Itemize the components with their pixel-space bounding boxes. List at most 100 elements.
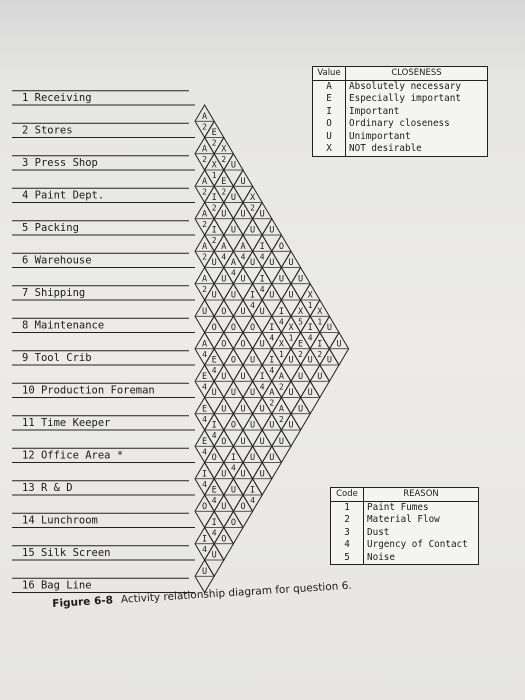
closeness-rating: U xyxy=(212,551,217,561)
reason-text: Material Flow xyxy=(367,514,440,525)
closeness-rating: U xyxy=(231,388,236,398)
closeness-rating: X xyxy=(288,323,294,333)
closeness-rating: U xyxy=(260,404,265,414)
reason-code: 2 xyxy=(279,415,284,424)
closeness-rating: A xyxy=(279,404,284,414)
reason-code: 4 xyxy=(202,415,207,424)
reason-code: 2 xyxy=(212,236,217,245)
reason-code: 2 xyxy=(212,204,217,213)
closeness-rating: U xyxy=(212,258,217,268)
reason-code: 2 xyxy=(279,382,284,391)
department-label: 8 Maintenance xyxy=(22,320,104,332)
closeness-rating: X xyxy=(279,339,285,349)
closeness-rating: I xyxy=(279,307,284,317)
closeness-rating: E xyxy=(202,372,207,382)
closeness-rating: O xyxy=(221,534,226,544)
closeness-rating: U xyxy=(240,209,245,219)
department-label: 14 Lunchroom xyxy=(22,515,98,527)
department-label: 5 Packing xyxy=(22,222,79,234)
closeness-rating: I xyxy=(250,291,255,301)
reason-code: 1 xyxy=(289,334,294,343)
closeness-rating: O xyxy=(231,518,236,528)
closeness-rating: X xyxy=(212,161,218,171)
closeness-rating: X xyxy=(250,193,256,203)
closeness-rating: U xyxy=(221,209,226,219)
closeness-rating: I xyxy=(212,518,217,528)
closeness-rating: I xyxy=(212,193,217,203)
reason-code: 2 xyxy=(221,187,226,196)
reason-code: 5 xyxy=(298,317,303,326)
reason-code: 2 xyxy=(202,252,207,261)
closeness-rating: O xyxy=(212,323,217,333)
closeness-code: A xyxy=(313,80,346,93)
closeness-rating: O xyxy=(231,323,236,333)
closeness-rating: U xyxy=(250,226,255,236)
closeness-rating: U xyxy=(308,356,313,366)
closeness-text: Ordinary closeness xyxy=(349,118,450,129)
closeness-rating: U xyxy=(308,388,313,398)
closeness-rating: U xyxy=(231,291,236,301)
closeness-rating: U xyxy=(240,274,245,284)
closeness-rating: U xyxy=(221,469,226,479)
closeness-rating: O xyxy=(231,356,236,366)
closeness-rating: E xyxy=(221,177,226,187)
closeness-rating: A xyxy=(202,209,207,219)
reason-code: 4 xyxy=(250,301,255,310)
closeness-rating: O xyxy=(221,339,226,349)
closeness-text: Absolutely necessary xyxy=(349,80,461,92)
reason-code: 2 xyxy=(298,350,303,359)
closeness-rating: A xyxy=(202,242,207,252)
closeness-rating: O xyxy=(212,453,217,463)
closeness-rating: U xyxy=(240,469,245,479)
closeness-rating: X xyxy=(308,291,314,301)
reason-legend-code-header: Code xyxy=(331,488,364,502)
closeness-rating: O xyxy=(202,502,207,512)
closeness-rating: I xyxy=(260,372,265,382)
closeness-rating: E xyxy=(202,404,207,414)
closeness-rating: U xyxy=(269,453,274,463)
closeness-rating: I xyxy=(269,356,274,366)
closeness-code: X xyxy=(313,143,346,156)
closeness-rating: U xyxy=(279,274,284,284)
reason-code: 4 xyxy=(260,285,265,294)
reason-code: 4 xyxy=(308,334,313,343)
department-label: 1 Receiving xyxy=(22,92,92,104)
closeness-rating: E xyxy=(212,128,217,138)
closeness-rating: E xyxy=(202,437,207,447)
reason-code: 4 xyxy=(279,317,284,326)
closeness-legend-closeness-header: CLOSENESS xyxy=(345,67,487,81)
reason-code: 4 xyxy=(202,480,207,489)
reason-code: 4 xyxy=(212,431,217,440)
department-label: 11 Time Keeper xyxy=(22,417,111,429)
closeness-rating: A xyxy=(221,242,226,252)
closeness-code: O xyxy=(313,118,346,131)
closeness-rating: U xyxy=(212,388,217,398)
reason-code: 4 xyxy=(202,382,207,391)
closeness-rating: I xyxy=(202,534,207,544)
closeness-rating: I xyxy=(202,469,207,479)
closeness-code: E xyxy=(313,93,346,106)
department-label: 15 Silk Screen xyxy=(22,547,111,559)
closeness-rating: A xyxy=(240,242,245,252)
closeness-rating: U xyxy=(288,421,293,431)
closeness-rating: O xyxy=(221,307,226,317)
closeness-rating: E xyxy=(212,356,217,366)
closeness-rating: I xyxy=(250,486,255,496)
closeness-rating: U xyxy=(250,421,255,431)
reason-code: 4 xyxy=(212,529,217,538)
reason-code: 1 xyxy=(279,350,284,359)
department-label: 16 Bag Line xyxy=(22,580,92,592)
closeness-rating: U xyxy=(240,404,245,414)
reason-code: 4 xyxy=(202,350,207,359)
reason-code: 2 xyxy=(250,204,255,213)
closeness-rating: U xyxy=(231,161,236,171)
closeness-rating: U xyxy=(240,437,245,447)
closeness-rating: U xyxy=(250,258,255,268)
closeness-rating: U xyxy=(269,291,274,301)
reason-code: 4 xyxy=(202,545,207,554)
department-label: 9 Tool Crib xyxy=(22,352,92,364)
closeness-rating: O xyxy=(240,502,245,512)
closeness-rating: U xyxy=(202,567,207,577)
closeness-rating: A xyxy=(279,372,284,382)
reason-code: 1 xyxy=(308,301,313,310)
